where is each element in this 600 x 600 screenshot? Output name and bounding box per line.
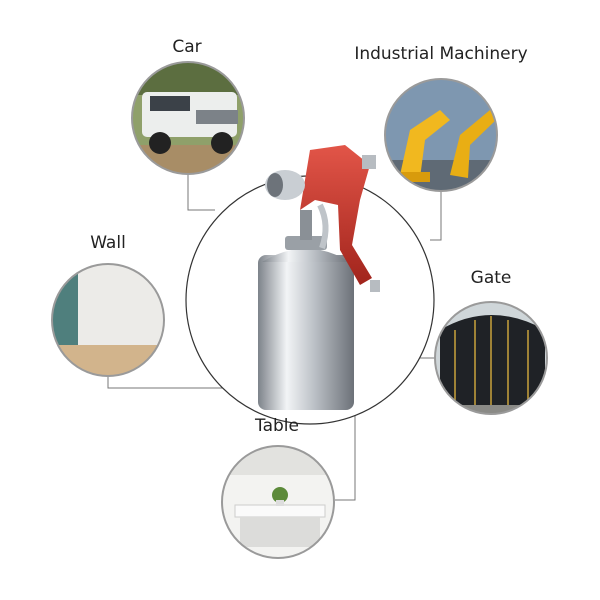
industrial-circle bbox=[384, 78, 498, 192]
gate-circle bbox=[434, 301, 548, 415]
connector-lines bbox=[107, 175, 442, 501]
wall-circle bbox=[51, 263, 165, 377]
label-table: Table bbox=[255, 416, 299, 436]
table-circle bbox=[221, 445, 335, 559]
spray-gun-image bbox=[258, 145, 380, 410]
gate-image bbox=[435, 302, 547, 414]
label-gate: Gate bbox=[470, 268, 512, 288]
car-circle bbox=[131, 61, 245, 175]
label-wall: Wall bbox=[90, 233, 126, 253]
label-industrial-machinery: Industrial Machinery bbox=[354, 44, 528, 64]
label-car: Car bbox=[172, 37, 202, 57]
industrial-machinery-image bbox=[385, 79, 497, 191]
